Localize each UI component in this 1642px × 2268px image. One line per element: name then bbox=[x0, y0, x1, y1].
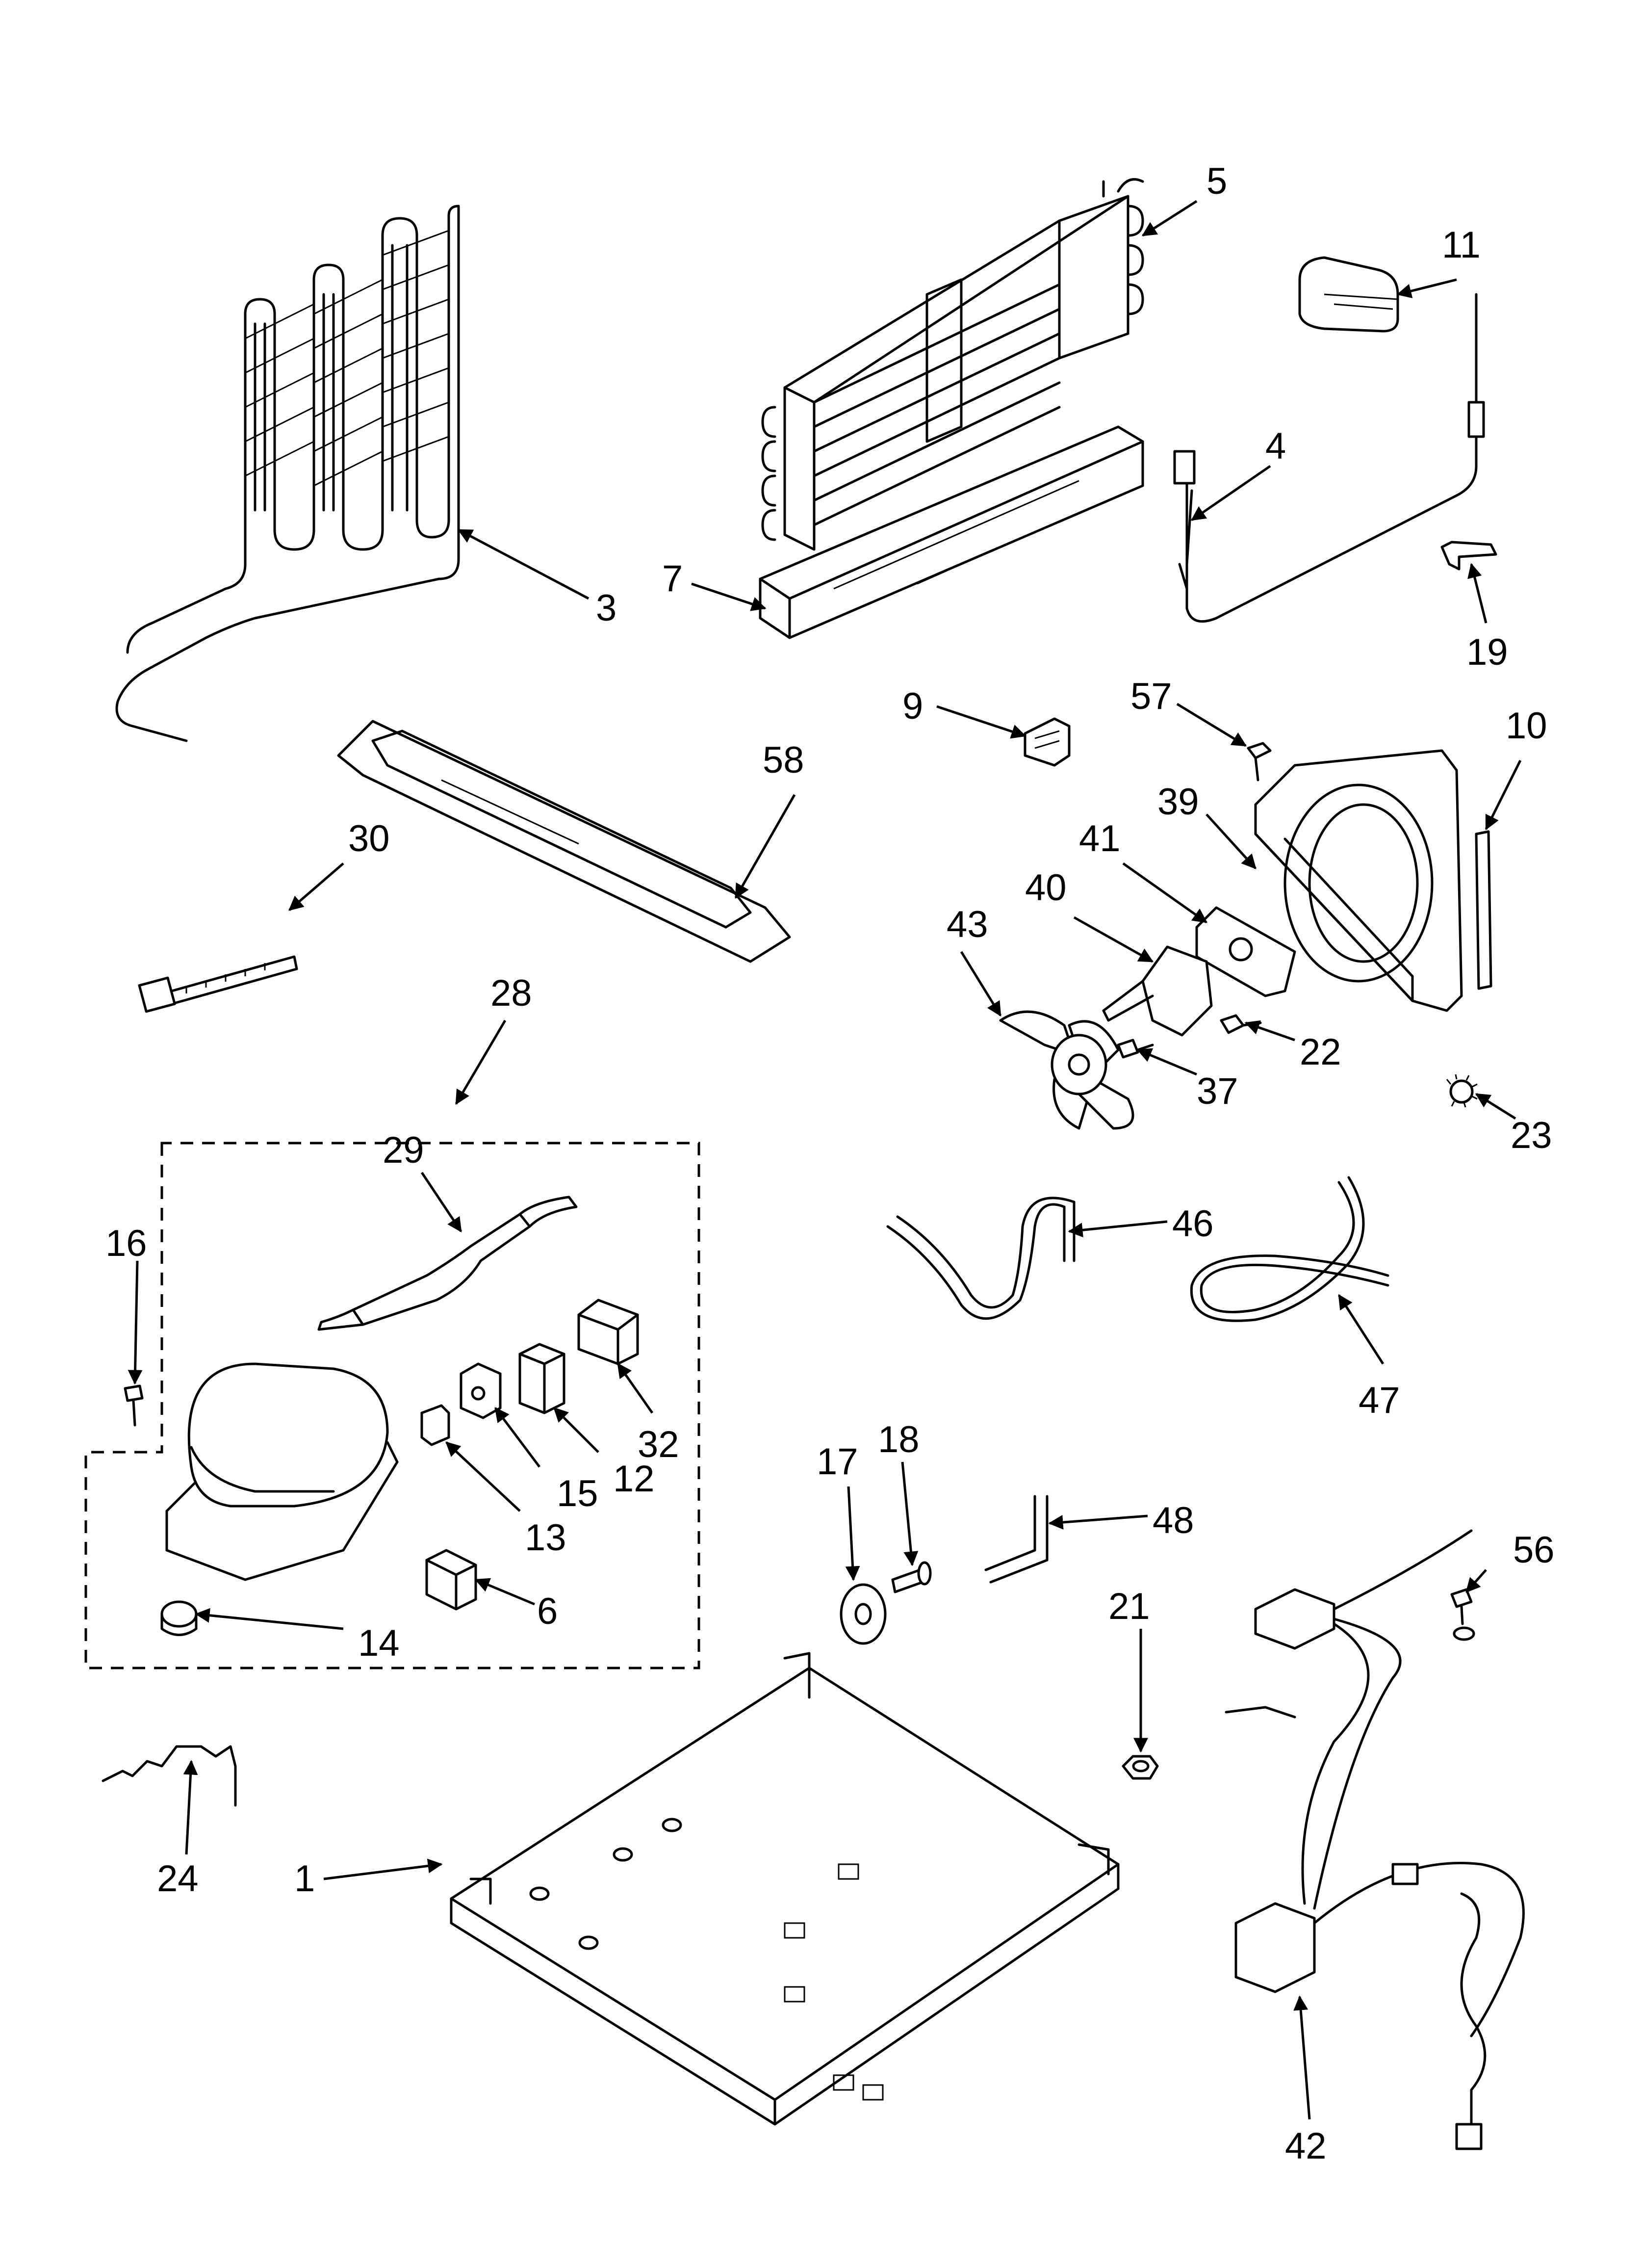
label-48: 48 bbox=[1153, 1500, 1194, 1541]
label-47: 47 bbox=[1359, 1380, 1400, 1421]
label-12: 12 bbox=[613, 1458, 655, 1500]
label-11: 11 bbox=[1442, 224, 1481, 266]
overload-protector bbox=[518, 1343, 565, 1414]
label-16: 16 bbox=[105, 1223, 147, 1264]
defrost-heater-wire bbox=[1173, 293, 1485, 623]
label-15: 15 bbox=[557, 1473, 598, 1514]
label-18: 18 bbox=[878, 1419, 920, 1460]
label-32: 32 bbox=[638, 1424, 679, 1465]
label-14: 14 bbox=[358, 1622, 400, 1664]
thermostat-cover bbox=[1298, 256, 1399, 333]
label-22: 22 bbox=[1300, 1031, 1341, 1073]
fan-motor bbox=[1102, 945, 1213, 1037]
compressor-kit-boundary bbox=[84, 1142, 700, 1669]
label-9: 9 bbox=[902, 685, 923, 727]
label-6: 6 bbox=[537, 1590, 558, 1632]
label-58: 58 bbox=[763, 739, 804, 781]
motor-mount-plate bbox=[1195, 906, 1296, 997]
tube-47 bbox=[1190, 1176, 1389, 1322]
drain-pan bbox=[337, 720, 791, 963]
label-43: 43 bbox=[947, 904, 988, 945]
tube-46 bbox=[886, 1197, 1076, 1320]
gasket-strip bbox=[1475, 830, 1492, 990]
relay-cover bbox=[577, 1299, 639, 1365]
label-21: 21 bbox=[1108, 1586, 1150, 1627]
label-29: 29 bbox=[383, 1129, 424, 1171]
label-28: 28 bbox=[490, 972, 532, 1014]
label-13: 13 bbox=[525, 1517, 566, 1559]
compressor bbox=[165, 1362, 399, 1581]
compressor-grommet bbox=[160, 1600, 198, 1636]
grommet bbox=[1446, 1074, 1478, 1108]
label-23: 23 bbox=[1511, 1115, 1552, 1156]
start-relay bbox=[425, 1549, 477, 1611]
heater-clip bbox=[1440, 541, 1497, 571]
label-7: 7 bbox=[662, 558, 683, 600]
callout-lines bbox=[128, 200, 1522, 2120]
mounting-bracket bbox=[1024, 717, 1071, 767]
screw-22 bbox=[1220, 1014, 1262, 1034]
terminal-13 bbox=[420, 1404, 450, 1446]
tube-48 bbox=[984, 1495, 1049, 1584]
base-frame bbox=[450, 1652, 1120, 2126]
label-41: 41 bbox=[1079, 818, 1121, 860]
label-17: 17 bbox=[817, 1441, 858, 1483]
cable-tie bbox=[138, 955, 298, 1013]
label-3: 3 bbox=[596, 587, 616, 629]
callout-labels: 5 11 4 3 7 19 9 57 10 58 30 39 41 40 43 … bbox=[105, 160, 1555, 2167]
label-40: 40 bbox=[1025, 867, 1067, 909]
label-10: 10 bbox=[1506, 705, 1547, 747]
label-1: 1 bbox=[294, 1858, 315, 1900]
wiring-harness bbox=[1225, 1529, 1525, 2150]
filter-drier bbox=[317, 1196, 578, 1331]
screw-16 bbox=[124, 1384, 144, 1427]
label-57: 57 bbox=[1130, 676, 1172, 717]
label-46: 46 bbox=[1172, 1203, 1214, 1245]
roller-axle bbox=[891, 1561, 932, 1593]
fan-blade bbox=[999, 1010, 1134, 1130]
label-56: 56 bbox=[1513, 1529, 1555, 1571]
label-5: 5 bbox=[1206, 160, 1227, 202]
label-39: 39 bbox=[1157, 781, 1199, 823]
label-24: 24 bbox=[157, 1858, 199, 1900]
label-42: 42 bbox=[1285, 2125, 1327, 2167]
hex-nut bbox=[1122, 1755, 1159, 1780]
condenser-clip-wire bbox=[102, 1745, 237, 1807]
label-30: 30 bbox=[348, 818, 390, 860]
screw-57 bbox=[1247, 742, 1272, 782]
label-4: 4 bbox=[1265, 425, 1286, 467]
ground-screw bbox=[1450, 1588, 1475, 1641]
evaporator bbox=[761, 178, 1144, 551]
drain-trough bbox=[759, 425, 1144, 639]
label-37: 37 bbox=[1197, 1070, 1238, 1112]
condenser-coil bbox=[115, 205, 460, 742]
fan-shroud bbox=[1254, 749, 1463, 1012]
roller-wheel bbox=[840, 1583, 887, 1645]
label-19: 19 bbox=[1466, 631, 1508, 673]
relay-15 bbox=[460, 1362, 502, 1419]
